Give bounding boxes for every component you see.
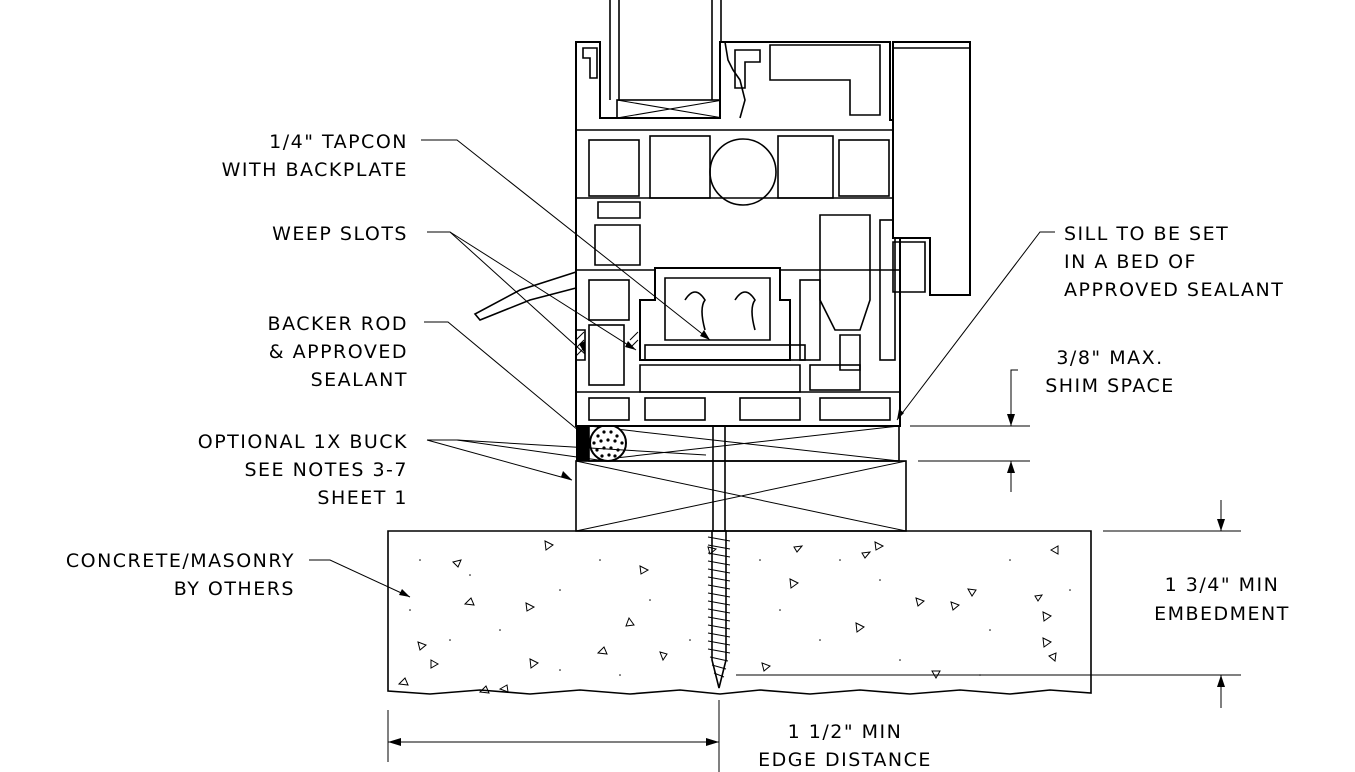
- interior-flap: [473, 271, 577, 321]
- label-sill: SILL TO BE SET IN A BED OF APPROVED SEAL…: [1064, 223, 1284, 301]
- label-concrete-line1: CONCRETE/MASONRY: [66, 550, 295, 572]
- label-buck-line1: OPTIONAL 1X BUCK: [198, 431, 408, 453]
- label-shim: 3/8" MAX. SHIM SPACE: [1045, 347, 1175, 397]
- dimension-lines: [387, 369, 1241, 772]
- label-sill-line3: APPROVED SEALANT: [1064, 279, 1284, 301]
- label-edge-line1: 1 1/2" MIN: [788, 721, 903, 743]
- window-frame-profile: [575, 0, 901, 427]
- label-tapcon-line2: WITH BACKPLATE: [222, 159, 408, 181]
- shim-space: [588, 425, 900, 462]
- label-shim-line2: SHIM SPACE: [1045, 375, 1175, 397]
- label-edge-distance: 1 1/2" MIN EDGE DISTANCE: [758, 721, 932, 771]
- label-backer-line2: & APPROVED: [269, 341, 408, 363]
- label-buck: OPTIONAL 1X BUCK SEE NOTES 3-7 SHEET 1: [198, 431, 408, 509]
- label-buck-line2: SEE NOTES 3-7: [244, 459, 408, 481]
- label-sill-line2: IN A BED OF: [1064, 251, 1197, 273]
- label-weep-slots: WEEP SLOTS: [272, 223, 408, 245]
- label-embed-line1: 1 3/4" MIN: [1165, 574, 1280, 596]
- label-backer-line1: BACKER ROD: [268, 313, 408, 335]
- label-tapcon: 1/4" TAPCON WITH BACKPLATE: [222, 131, 408, 181]
- label-backer-rod: BACKER ROD & APPROVED SEALANT: [268, 313, 408, 391]
- label-buck-line3: SHEET 1: [317, 487, 408, 509]
- label-backer-line3: SEALANT: [311, 369, 408, 391]
- backer-rod: [576, 424, 627, 462]
- exterior-trim: [892, 41, 971, 296]
- label-weep-line1: WEEP SLOTS: [272, 223, 408, 245]
- label-embed-line2: EMBEDMENT: [1154, 603, 1290, 625]
- concrete-slab: [387, 530, 1092, 695]
- label-shim-line1: 3/8" MAX.: [1056, 347, 1163, 369]
- label-concrete-line2: BY OTHERS: [174, 578, 295, 600]
- label-embedment: 1 3/4" MIN EMBEDMENT: [1154, 574, 1290, 625]
- label-sill-line1: SILL TO BE SET: [1064, 223, 1229, 245]
- label-edge-line2: EDGE DISTANCE: [758, 749, 932, 771]
- label-concrete: CONCRETE/MASONRY BY OTHERS: [66, 550, 295, 600]
- leader-lines: [309, 139, 1055, 598]
- label-tapcon-line1: 1/4" TAPCON: [269, 131, 408, 153]
- wood-buck: [575, 460, 907, 532]
